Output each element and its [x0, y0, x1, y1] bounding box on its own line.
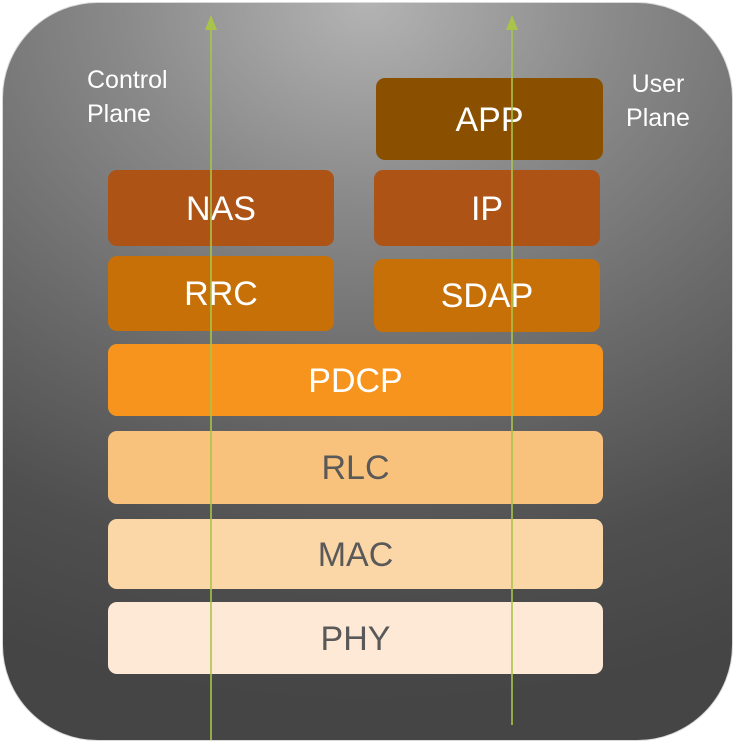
- rrc-layer-label: RRC: [184, 275, 258, 313]
- app-layer-label: APP: [455, 100, 524, 139]
- control-plane-label-line-2: Plane: [87, 100, 151, 128]
- rlc-layer-box: RLC: [108, 431, 603, 504]
- user-plane-label-line-2: Plane: [626, 104, 690, 132]
- pdcp-layer-box: PDCP: [108, 344, 603, 416]
- sdap-layer-label: SDAP: [440, 277, 534, 315]
- nas-layer-box: NAS: [108, 170, 334, 246]
- ip-layer-label: IP: [470, 189, 504, 228]
- rlc-layer-label: RLC: [321, 449, 390, 487]
- phy-layer-box: PHY: [108, 602, 603, 674]
- pdcp-layer-label: PDCP: [308, 361, 403, 400]
- user-plane-label: User Plane: [618, 67, 698, 135]
- sdap-layer-box: SDAP: [374, 259, 600, 332]
- nas-layer-label: NAS: [186, 189, 256, 228]
- mac-layer-box: MAC: [108, 519, 603, 589]
- mac-layer-label: MAC: [317, 535, 394, 574]
- phy-layer-label: PHY: [320, 619, 391, 658]
- control-plane-label-line-1: Control: [87, 66, 168, 94]
- rrc-layer-box: RRC: [108, 256, 334, 331]
- ip-layer-box: IP: [374, 170, 600, 246]
- control-plane-label: Control Plane: [87, 63, 168, 131]
- app-layer-box: APP: [376, 78, 603, 160]
- user-plane-label-line-1: User: [631, 70, 685, 98]
